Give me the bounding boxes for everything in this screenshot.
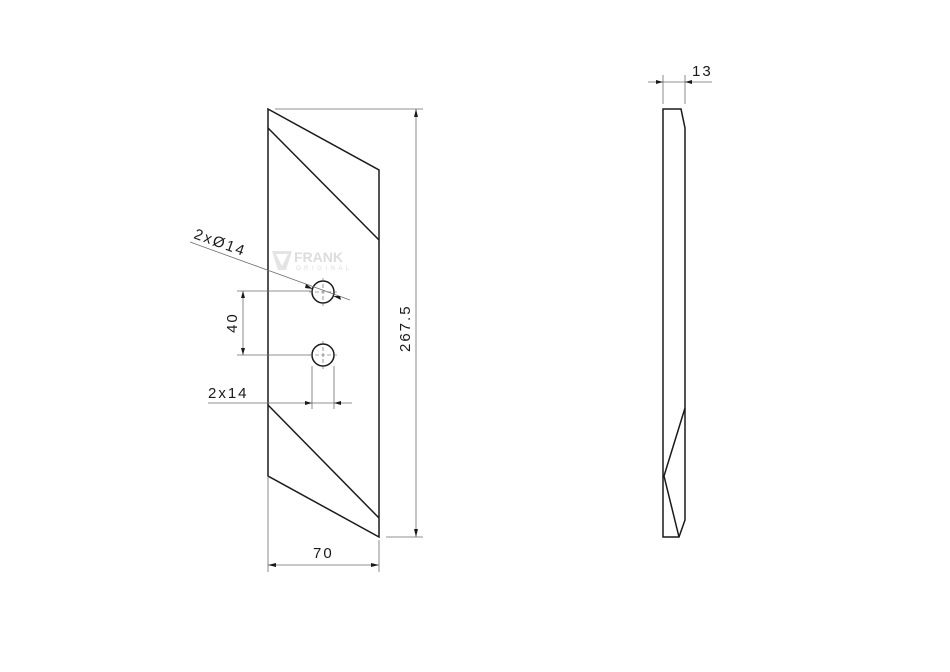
height-label: 267.5 [397,304,414,352]
hole-diameter-label: 2xØ14 [192,226,249,260]
side-bevel-v [663,407,686,538]
watermark-sub: ORIGINAL [296,266,353,272]
side-view: 13 [648,63,713,538]
width-dimension: 70 [267,476,380,572]
side-outline [662,108,686,538]
watermark-logo: FRANK ORIGINAL [272,249,353,272]
plate-outline [267,107,380,539]
front-view: FRANK ORIGINAL 2xØ14 40 [189,107,423,572]
hole-width-dimension: 2x14 [208,366,352,409]
upper-bevel-line [267,127,380,241]
thickness-label: 13 [692,63,713,80]
hole-spacing-dimension: 40 [224,290,312,356]
hole-spacing-label: 40 [224,312,241,333]
watermark-brand: FRANK [294,249,343,265]
width-label: 70 [313,545,334,562]
hole-width-label: 2x14 [208,385,249,402]
thickness-dimension: 13 [648,63,713,104]
height-dimension: 267.5 [275,108,423,538]
lower-bevel-line [267,404,380,519]
